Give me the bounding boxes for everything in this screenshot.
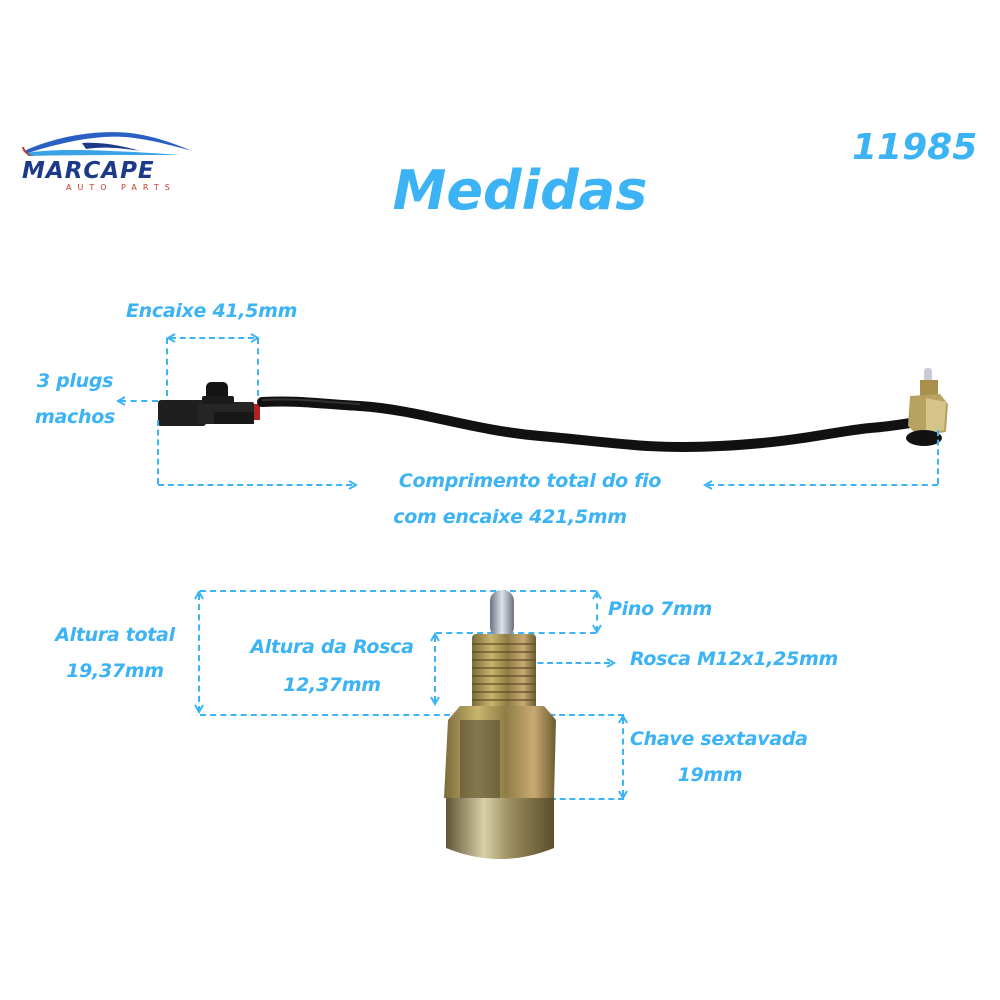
harness-wire	[257, 396, 945, 453]
dashed-arrow-icon	[606, 658, 617, 668]
pino-label: Pino 7mm	[608, 598, 713, 620]
dashed-arrow-icon	[618, 713, 628, 724]
dashed-arrow-icon	[618, 790, 628, 801]
length-label-line2: com encaixe 421,5mm	[393, 506, 627, 528]
chave-top-guide	[510, 714, 624, 716]
altura-total-dimension	[198, 594, 200, 712]
length-right-guide	[937, 430, 939, 484]
dashed-arrow-icon	[165, 333, 176, 343]
length-left-guide	[157, 420, 159, 484]
altura-rosca-line2: 12,37mm	[283, 674, 381, 696]
dashed-arrow-icon	[194, 704, 204, 715]
sensor-small	[896, 368, 956, 448]
rosca-pointer-line	[528, 662, 610, 664]
page-title: Medidas	[392, 159, 648, 222]
connector-plug	[158, 382, 260, 432]
encaixe-dimension-line	[170, 337, 254, 339]
altura-total-bottom-guide	[200, 714, 450, 716]
chave-label-line1: Chave sextavada	[630, 728, 808, 750]
sensor-large	[440, 586, 560, 866]
part-number: 11985	[852, 127, 978, 168]
dashed-arrow-icon	[430, 696, 440, 707]
plugs-label-line1: 3 plugs	[36, 370, 114, 392]
dashed-arrow-icon	[592, 624, 602, 635]
length-right-line	[708, 484, 938, 486]
dashed-arrow-icon	[194, 589, 204, 600]
brand-tagline: AUTO PARTS	[66, 183, 176, 192]
altura-rosca-line1: Altura da Rosca	[250, 636, 414, 658]
altura-total-top-guide	[200, 590, 596, 592]
pino-dimension	[596, 592, 598, 632]
plugs-pointer-line	[120, 400, 158, 402]
altura-rosca-dimension	[434, 636, 436, 702]
plugs-label-line2: machos	[35, 406, 115, 428]
dashed-arrow-icon	[115, 396, 126, 406]
dashed-arrow-icon	[592, 589, 602, 600]
brand-logo: MARCAPE AUTO PARTS	[20, 125, 200, 195]
altura-total-line2: 19,37mm	[66, 660, 164, 682]
dashed-arrow-icon	[702, 480, 713, 490]
length-left-line	[158, 484, 352, 486]
rosca-label: Rosca M12x1,25mm	[630, 648, 839, 670]
altura-total-line1: Altura total	[55, 624, 175, 646]
chave-label-line2: 19mm	[677, 764, 743, 786]
dashed-arrow-icon	[348, 480, 359, 490]
encaixe-right-guide	[257, 338, 259, 396]
brand-name: MARCAPE	[22, 158, 155, 184]
altura-rosca-top-guide	[436, 632, 596, 634]
car-silhouette-icon	[22, 132, 192, 156]
dashed-arrow-icon	[430, 631, 440, 642]
encaixe-label: Encaixe 41,5mm	[126, 300, 298, 322]
chave-dimension	[622, 718, 624, 796]
encaixe-left-guide	[166, 338, 168, 396]
length-label-line1: Comprimento total do fio	[398, 470, 662, 492]
chave-bottom-guide	[550, 798, 624, 800]
